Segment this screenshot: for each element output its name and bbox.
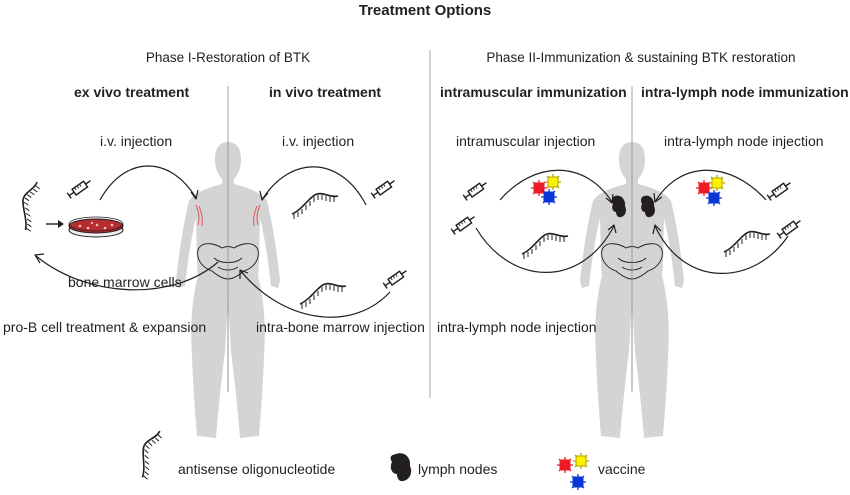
intramuscular-heading: intramuscular immunization (440, 84, 627, 100)
figure-title: Treatment Options (358, 2, 492, 19)
intra-bone-marrow-injection-label: intra-bone marrow injection (256, 319, 425, 335)
intra-lymph-injection-label: intra-lymph node injection (664, 133, 824, 149)
syringe-icon (450, 215, 476, 236)
legend-lymph-nodes-label: lymph nodes (418, 461, 498, 477)
syringe-icon (766, 181, 792, 202)
ex-vivo-heading: ex vivo treatment (74, 84, 190, 100)
intra-lymph-arrows (652, 169, 789, 274)
in-vivo-heading: in vivo treatment (269, 84, 382, 100)
vaccine-cluster (530, 173, 562, 206)
oligonucleotide-icon (521, 232, 569, 260)
in-vivo-iv-injection: i.v. injection (282, 133, 355, 149)
legend-oligonucleotide-label: antisense oligonucleotide (178, 461, 336, 477)
in-vivo-arrows (239, 166, 391, 318)
legend-oligonucleotide-icon (126, 428, 178, 482)
oligonucleotide-icon (299, 282, 347, 310)
intra-lymph-node-injection-label: intra-lymph node injection (437, 319, 597, 335)
human-body-phase2 (580, 142, 684, 438)
phase2-heading: Phase II-Immunization & sustaining BTK r… (486, 50, 796, 65)
human-body-phase1 (176, 142, 280, 438)
intramuscular-arrows (475, 169, 617, 273)
legend-vaccine-label: vaccine (598, 461, 646, 477)
pro-b-expansion-label: pro-B cell treatment & expansion (3, 319, 207, 335)
phase1-heading: Phase I-Restoration of BTK (145, 50, 311, 65)
intramuscular-injection-label: intramuscular injection (456, 133, 596, 149)
syringe-icon (776, 219, 802, 240)
legend-vaccine-icon (556, 452, 590, 491)
ex-vivo-iv-injection: i.v. injection (100, 133, 173, 149)
oligonucleotide-icon (7, 179, 57, 234)
syringe-icon (370, 179, 396, 200)
petri-dish (46, 216, 124, 238)
legend-lymph-node-icon (390, 453, 412, 482)
intra-lymph-heading: intra-lymph node immunization (641, 84, 849, 100)
oligonucleotide-icon (723, 230, 771, 258)
arm-vessel-left (195, 204, 203, 227)
oligonucleotide-icon (291, 192, 339, 220)
syringe-icon (462, 181, 488, 202)
bone-marrow-cells-label: bone marrow cells (68, 274, 182, 290)
ex-vivo-arrows (34, 165, 219, 291)
syringe-icon (66, 179, 92, 200)
syringe-icon (382, 269, 408, 290)
arm-vessel-right (253, 204, 261, 227)
vaccine-cluster (695, 174, 726, 207)
